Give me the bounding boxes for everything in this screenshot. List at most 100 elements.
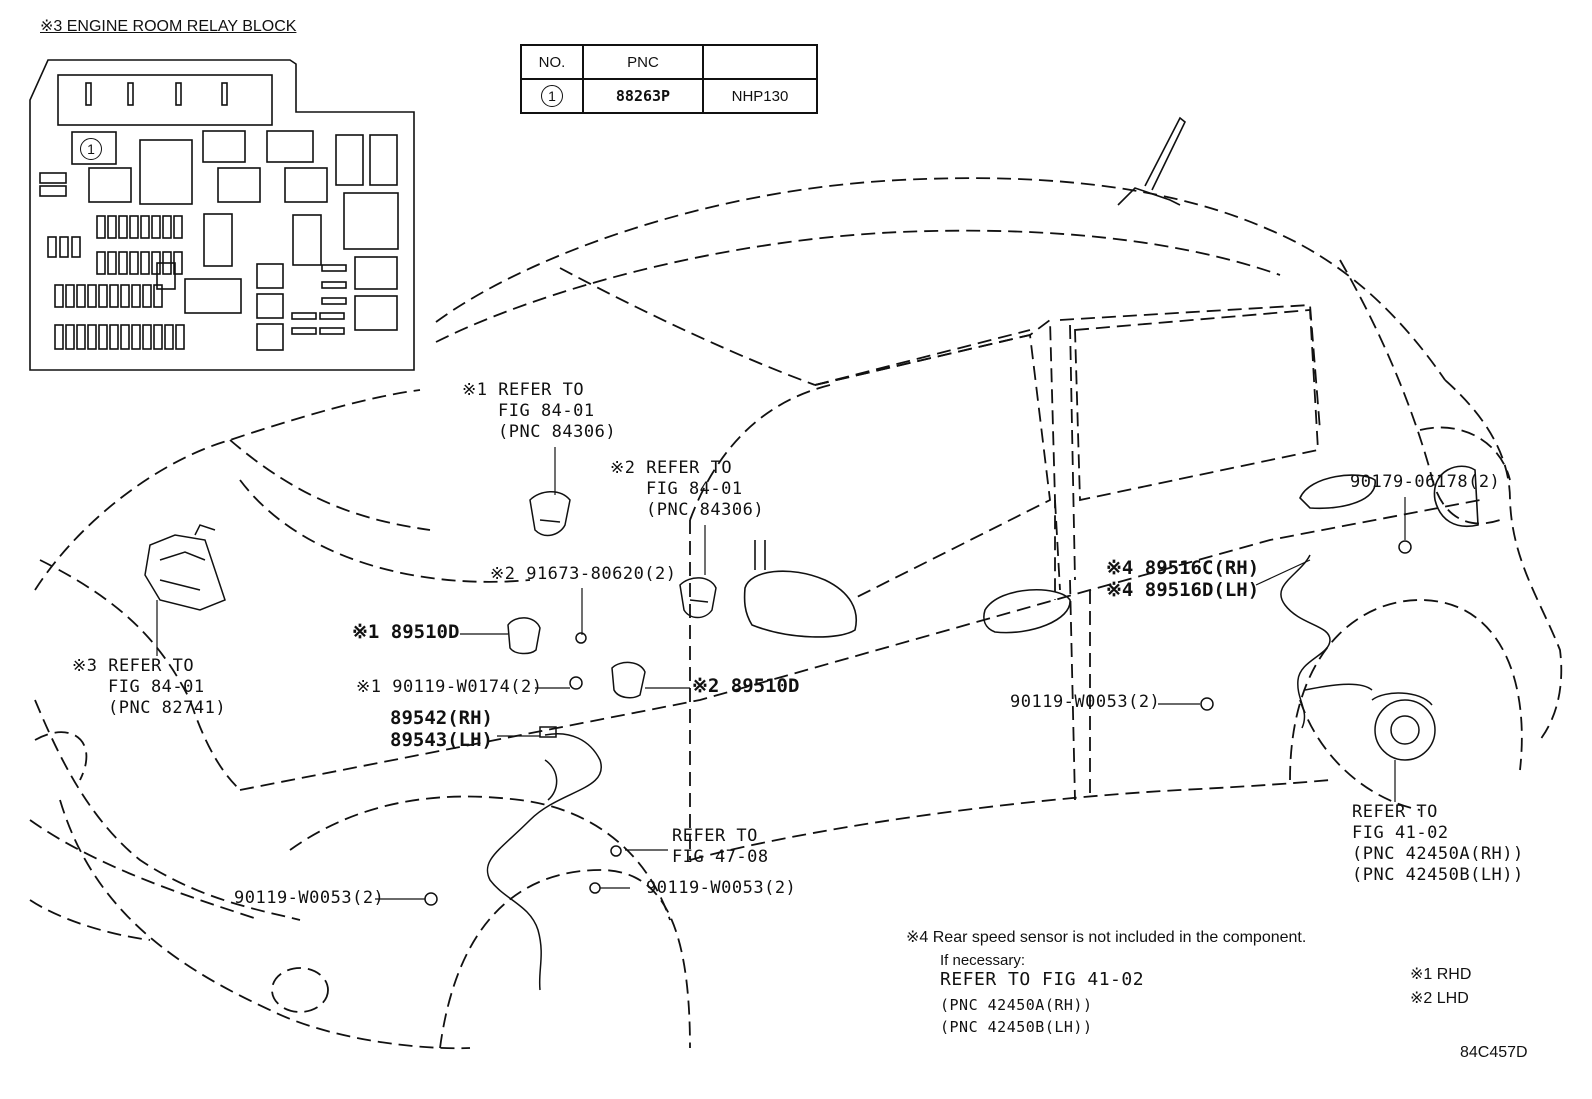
relay-fuse	[162, 215, 172, 239]
relay-fuse	[319, 312, 345, 320]
part-89542[interactable]: 89542(RH)	[390, 707, 493, 729]
callout-ref1[interactable]: ※1 REFER TO FIG 84-01 (PNC 84306)	[462, 380, 616, 443]
relay-fuse	[65, 324, 75, 350]
components	[144, 491, 1436, 991]
relay-fuse	[162, 251, 172, 275]
relay-fuse	[59, 236, 69, 258]
callout-ref2-line2: FIG 84-01	[646, 479, 743, 499]
relay-fuse	[120, 284, 130, 308]
callout-ref3-line2: FIG 84-01	[108, 677, 205, 697]
part-89510d-rhd[interactable]: ※1 89510D	[352, 622, 459, 644]
relay-fuse	[173, 251, 183, 275]
relay-fuse	[321, 264, 347, 272]
footnote-line2: If necessary:	[940, 952, 1026, 969]
pnc-row-no-circle: 1	[541, 85, 563, 107]
relay-fuse	[321, 281, 347, 289]
relay-fuse	[291, 312, 317, 320]
callout-ref2-line1: ※2 REFER TO	[610, 458, 733, 478]
relay-fuse	[153, 284, 163, 308]
callout-ref-41-line3: (PNC 42450A(RH))	[1352, 844, 1524, 864]
relay-fuse	[54, 324, 64, 350]
relay-fuse	[131, 284, 141, 308]
footnote-line5: (PNC 42450B(LH))	[940, 1018, 1093, 1036]
callout-ref-41-line4: (PNC 42450B(LH))	[1352, 865, 1524, 885]
footnote-line1: ※4 Rear speed sensor is not included in …	[906, 929, 1307, 946]
callout-ref-41-line1: REFER TO	[1352, 802, 1438, 822]
relay-fuse	[76, 284, 86, 308]
relay-fuse	[151, 215, 161, 239]
relay-fuse	[321, 297, 347, 305]
part-91673[interactable]: ※2 91673-80620(2)	[490, 564, 677, 584]
part-89516c[interactable]: ※4 89516C(RH)	[1106, 558, 1259, 580]
callout-ref-47-line1: REFER TO	[672, 826, 758, 846]
relay-fuse	[164, 324, 174, 350]
relay-fuse	[47, 236, 57, 258]
relay-fuse	[319, 327, 345, 335]
relay-fuse	[109, 324, 119, 350]
relay-marker-circle: 1	[80, 138, 102, 160]
vehicle-outline	[29, 177, 1563, 1050]
relay-marker: 1	[80, 138, 102, 160]
legend-lhd: ※2 LHD	[1410, 990, 1469, 1007]
relay-fuse	[175, 324, 185, 350]
relay-fuse	[107, 251, 117, 275]
relay-fuse	[76, 324, 86, 350]
relay-fuse	[291, 327, 317, 335]
relay-block-title: ※3 ENGINE ROOM RELAY BLOCK	[40, 18, 297, 35]
callout-ref3-line1: ※3 REFER TO	[72, 656, 195, 676]
callout-ref3-line3: (PNC 82741)	[108, 698, 227, 718]
part-90119-w0053-center[interactable]: 90119-W0053(2)	[646, 878, 797, 898]
part-89510d-rhd-text: ※1 89510D	[352, 621, 460, 643]
part-90179[interactable]: 90179-06178(2)	[1350, 472, 1501, 492]
part-90119-w0053-right[interactable]: 90119-W0053(2)	[1010, 692, 1161, 712]
callout-ref1-line3: (PNC 84306)	[498, 422, 617, 442]
pnc-header-model	[702, 44, 818, 80]
relay-fuse	[98, 284, 108, 308]
part-90119-w0053-left[interactable]: 90119-W0053(2)	[234, 888, 385, 908]
part-89510d-lhd-text: ※2 89510D	[692, 675, 800, 697]
relay-fuse	[151, 251, 161, 275]
relay-fuse	[173, 215, 183, 239]
part-89516d[interactable]: ※4 89516D(LH)	[1106, 580, 1259, 602]
part-89543[interactable]: 89543(LH)	[390, 729, 493, 751]
engine-room-relay-block	[29, 59, 415, 371]
callout-ref1-line2: FIG 84-01	[498, 401, 595, 421]
relay-fuse	[87, 324, 97, 350]
part-89516c-text: ※4 89516C(RH)	[1106, 557, 1260, 579]
callout-ref-41-line2: FIG 41-02	[1352, 823, 1449, 843]
part-90119-w0174[interactable]: ※1 90119-W0174(2)	[356, 677, 543, 697]
relay-fuse	[71, 236, 81, 258]
callout-ref-41[interactable]: REFER TO FIG 41-02 (PNC 42450A(RH)) (PNC…	[1352, 802, 1524, 886]
leader-lines	[156, 447, 1406, 900]
callout-ref3[interactable]: ※3 REFER TO FIG 84-01 (PNC 82741)	[72, 656, 226, 719]
part-89516d-text: ※4 89516D(LH)	[1106, 579, 1260, 601]
relay-fuse	[131, 324, 141, 350]
relay-fuse	[54, 284, 64, 308]
relay-fuse	[129, 215, 139, 239]
relay-fuse	[153, 324, 163, 350]
relay-fuse	[120, 324, 130, 350]
relay-fuse	[107, 215, 117, 239]
relay-fuse	[98, 324, 108, 350]
relay-fuse	[96, 215, 106, 239]
pnc-header-no: NO.	[520, 44, 584, 80]
callout-ref-47[interactable]: REFER TO FIG 47-08	[672, 826, 769, 868]
callout-ref-47-line2: FIG 47-08	[672, 847, 769, 867]
pnc-header-pnc: PNC	[582, 44, 704, 80]
relay-fuse	[65, 284, 75, 308]
relay-fuse	[118, 251, 128, 275]
part-89510d-lhd[interactable]: ※2 89510D	[692, 676, 799, 698]
relay-fuse	[142, 324, 152, 350]
callout-ref2[interactable]: ※2 REFER TO FIG 84-01 (PNC 84306)	[610, 458, 764, 521]
relay-fuse	[140, 251, 150, 275]
pnc-row-no: 1	[520, 78, 584, 114]
pnc-row-model: NHP130	[702, 78, 818, 114]
relay-fuse	[109, 284, 119, 308]
legend-rhd: ※1 RHD	[1410, 966, 1472, 983]
relay-fuse	[118, 215, 128, 239]
relay-fuse	[129, 251, 139, 275]
footnote-line3[interactable]: REFER TO FIG 41-02	[940, 969, 1145, 990]
pnc-row-pnc[interactable]: 88263P	[582, 78, 704, 114]
callout-ref2-line3: (PNC 84306)	[646, 500, 765, 520]
